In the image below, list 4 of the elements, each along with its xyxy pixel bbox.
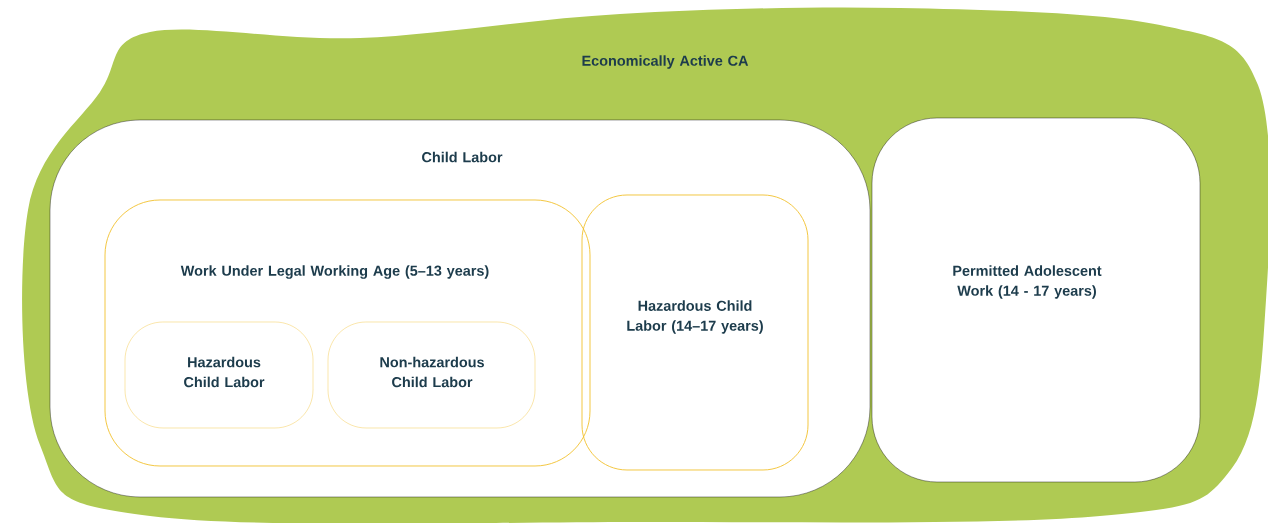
category-box: Non-hazardous Child Labor: [327, 321, 536, 429]
region-box: Permitted Adolescent Work (14 - 17 years): [871, 117, 1201, 483]
category-box: Hazardous Child Labor: [124, 321, 314, 429]
category-box: Hazardous Child Labor (14–17 years): [581, 194, 809, 471]
